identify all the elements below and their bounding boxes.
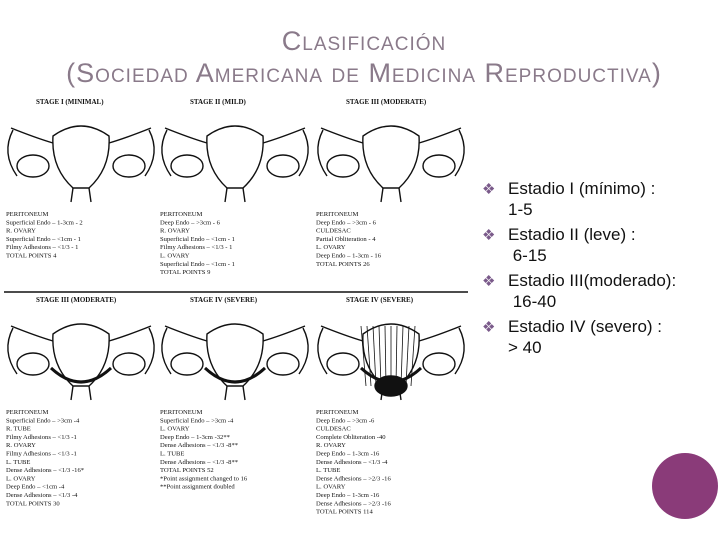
panel-header: STAGE I (MINIMAL) xyxy=(36,98,104,106)
stage-item-4: ❖ Estadio IV (severo) : xyxy=(480,316,720,337)
score-line: Partial Obliteration - 4 xyxy=(316,236,376,243)
score-line: TOTAL POINTS 52 xyxy=(160,467,214,474)
stage-list: ❖ Estadio I (mínimo) : 1-5 ❖ Estadio II … xyxy=(480,178,720,362)
panel-header: STAGE III (MODERATE) xyxy=(36,296,117,304)
score-line: Filmy Adhesions – <1/3 -1 xyxy=(6,434,77,441)
score-line: CULDESAC xyxy=(316,228,351,235)
score-line: CULDESAC xyxy=(316,426,351,433)
score-line: L. OVARY xyxy=(316,244,346,251)
score-line: Dense Adhesions – <1/3 -4 xyxy=(6,492,78,499)
bullet-icon: ❖ xyxy=(482,273,496,290)
score-line: **Point assignment doubled xyxy=(160,484,235,491)
stage-label: Estadio III(moderado): xyxy=(508,271,677,290)
score-line: L. TUBE xyxy=(6,459,30,466)
score-line: TOTAL POINTS 9 xyxy=(160,269,211,276)
score-line: Deep Endo – 1-3cm - 16 xyxy=(316,253,382,260)
asrm-classification-figure: STAGE I (MINIMAL) PERITONEUM Superficial … xyxy=(0,96,472,530)
score-line: Filmy Adhesions – <1/3 -1 xyxy=(6,451,77,458)
score-line: Deep Endo – 1-3cm -32** xyxy=(160,434,230,441)
score-line: Dense Adhesions – <1/3 -16* xyxy=(6,467,84,474)
score-line: TOTAL POINTS 114 xyxy=(316,509,373,516)
stage-panel: STAGE II (MILD) PERITONEUM Deep Endo – >3… xyxy=(160,98,309,276)
bullet-icon: ❖ xyxy=(482,227,496,244)
score-line: Deep Endo – 1-3cm -16 xyxy=(316,492,380,499)
bullet-icon: ❖ xyxy=(482,319,496,336)
score-line: TOTAL POINTS 26 xyxy=(316,261,370,268)
stage-item-2: ❖ Estadio II (leve) : xyxy=(480,224,720,245)
bullet-icon: ❖ xyxy=(482,181,496,198)
score-line: Deep Endo – <1cm -4 xyxy=(6,484,65,491)
uterus-diagram xyxy=(7,125,155,203)
score-line: L. TUBE xyxy=(316,467,340,474)
score-line: L. OVARY xyxy=(6,475,36,482)
score-line: PERITONEUM xyxy=(160,409,203,416)
uterus-diagram xyxy=(317,323,465,401)
stage-item-3: ❖ Estadio III(moderado): xyxy=(480,270,720,291)
score-line: L. OVARY xyxy=(160,253,190,260)
score-line: Complete Obliteration -40 xyxy=(316,434,386,441)
score-line: PERITONEUM xyxy=(316,409,359,416)
score-line: R. OVARY xyxy=(6,442,36,449)
score-line: R. OVARY xyxy=(6,228,36,235)
score-line: Deep Endo – >3cm - 6 xyxy=(316,219,377,226)
score-line: TOTAL POINTS 30 xyxy=(6,500,60,507)
score-line: Deep Endo – >3cm -6 xyxy=(316,417,375,424)
panel-header: STAGE IV (SEVERE) xyxy=(190,296,258,304)
score-line: PERITONEUM xyxy=(6,409,49,416)
stage-panel: STAGE IV (SEVERE) PERITONEUM Superficial … xyxy=(160,296,309,491)
score-line: Filmy Adhesions – <1/3 - 1 xyxy=(6,244,78,251)
score-line: Filmy Adhesions – <1/3 - 1 xyxy=(160,244,232,251)
stage-label: Estadio II (leve) : xyxy=(508,225,636,244)
score-line: Superficial Endo – <1cm - 1 xyxy=(160,261,235,268)
uterus-diagram xyxy=(161,125,309,203)
score-line: *Point assignment changed to 16 xyxy=(160,475,248,482)
stage-label: Estadio I (mínimo) : xyxy=(508,179,656,198)
uterus-diagram xyxy=(7,323,155,401)
panel-header: STAGE III (MODERATE) xyxy=(346,98,427,106)
stage-label: Estadio IV (severo) : xyxy=(508,317,663,336)
score-line: L. OVARY xyxy=(316,484,346,491)
stage-panel: STAGE III (MODERATE) PERITONEUM Superfici… xyxy=(6,296,155,507)
score-line: L. OVARY xyxy=(160,426,190,433)
stage-range: > 40 xyxy=(508,338,542,357)
stage-range: 6-15 xyxy=(508,246,547,265)
score-line: Dense Adhesions – >2/3 -16 xyxy=(316,475,391,482)
score-line: Superficial Endo – 1-3cm - 2 xyxy=(6,219,83,226)
panel-header: STAGE II (MILD) xyxy=(190,98,247,106)
score-line: R. OVARY xyxy=(160,228,190,235)
score-line: Superficial Endo – >3cm -4 xyxy=(160,417,234,424)
score-line: Superficial Endo – >3cm -4 xyxy=(6,417,80,424)
score-line: Dense Adhesions – >2/3 -16 xyxy=(316,500,391,507)
score-line: PERITONEUM xyxy=(316,211,359,218)
score-line: TOTAL POINTS 4 xyxy=(6,253,57,260)
slide-title-line2: (Sociedad Americana de Medicina Reproduc… xyxy=(66,58,662,88)
stage-panel: STAGE III (MODERATE) PERITONEUM Deep Endo… xyxy=(316,98,465,268)
panel-header: STAGE IV (SEVERE) xyxy=(346,296,414,304)
stage-item-1: ❖ Estadio I (mínimo) : xyxy=(480,178,720,199)
slide-title-line1: Clasificación xyxy=(281,26,447,56)
score-line: Deep Endo – 1-3cm -16 xyxy=(316,451,380,458)
uterus-diagram xyxy=(161,323,309,401)
stage-range: 1-5 xyxy=(508,200,533,219)
decorative-circle xyxy=(652,453,718,519)
score-line: Dense Adhesions – <1/3 -8** xyxy=(160,459,238,466)
score-line: R. OVARY xyxy=(316,442,346,449)
stage-range: 16-40 xyxy=(508,292,557,311)
score-line: R. TUBE xyxy=(6,426,31,433)
score-line: L. TUBE xyxy=(160,451,184,458)
score-line: PERITONEUM xyxy=(6,211,49,218)
score-line: Superficial Endo – <1cm - 1 xyxy=(6,236,81,243)
score-line: Superficial Endo – <1cm - 1 xyxy=(160,236,235,243)
stage-panel: STAGE IV (SEVERE) PERITONEUM Deep Endo – … xyxy=(316,296,465,516)
score-line: PERITONEUM xyxy=(160,211,203,218)
stage-panel: STAGE I (MINIMAL) PERITONEUM Superficial … xyxy=(6,98,155,260)
uterus-diagram xyxy=(317,125,465,203)
score-line: Dense Adhesions – <1/3 -8** xyxy=(160,442,238,449)
score-line: Dense Adhesions – <1/3 -4 xyxy=(316,459,388,466)
score-line: Deep Endo – >3cm - 6 xyxy=(160,219,221,226)
